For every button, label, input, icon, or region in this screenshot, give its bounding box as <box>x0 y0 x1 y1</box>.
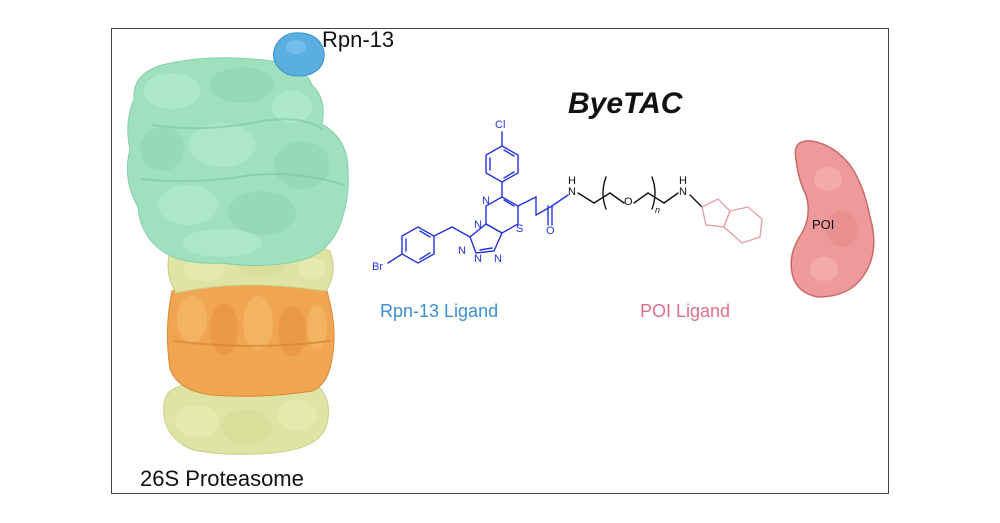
atom-n4: N <box>474 253 482 265</box>
atom-o-carbonyl: O <box>546 225 555 237</box>
br-bond <box>387 253 403 264</box>
atom-n5: N <box>494 253 502 265</box>
peg-linker <box>577 176 703 210</box>
atom-n3: N <box>458 245 466 257</box>
atom-n1: N <box>482 195 490 207</box>
atom-br: Br <box>372 261 383 273</box>
atom-nh2-h: H <box>679 175 687 187</box>
cyclohexane-ring <box>723 206 763 244</box>
poi-ligand-label: POI Ligand <box>640 301 731 321</box>
chlorophenyl-ring <box>485 145 519 183</box>
proteasome-label: 26S Proteasome <box>140 466 304 491</box>
atom-s: S <box>516 223 524 235</box>
proteasome-cap <box>126 57 349 267</box>
repeat-bracket-left <box>602 176 607 210</box>
repeat-bracket-right <box>651 176 656 210</box>
poi-ligand-structure <box>701 198 763 244</box>
diagram-canvas <box>126 32 875 455</box>
rpn13-label: Rpn-13 <box>322 28 395 52</box>
rpn13-subunit <box>272 32 325 77</box>
triazole-ring <box>469 223 503 254</box>
proteasome-bottom-ring <box>163 378 329 455</box>
atom-nh1-n: N <box>568 186 576 198</box>
rpn13-ligand-structure <box>387 131 569 264</box>
thiadiazine-ring <box>485 196 519 234</box>
poi-protein <box>790 140 875 298</box>
atom-n2: N <box>474 219 482 231</box>
atom-cl: Cl <box>495 119 506 131</box>
repeat-subscript: n <box>655 205 661 215</box>
rpn13-ligand-label: Rpn-13 Ligand <box>380 301 499 321</box>
proteasome-illustration <box>126 32 349 455</box>
figure-frame: Rpn-13 ByeTAC 26S Proteasome Rpn-13 Liga… <box>111 28 889 494</box>
atom-o-ether: O <box>624 196 633 208</box>
bromophenyl-ring <box>401 226 435 264</box>
proteasome-core <box>166 279 335 397</box>
atom-nh1-h: H <box>568 175 576 187</box>
poi-label: POI <box>812 217 835 232</box>
diagram-title: ByeTAC <box>568 87 683 120</box>
atom-nh2-n: N <box>679 186 687 198</box>
